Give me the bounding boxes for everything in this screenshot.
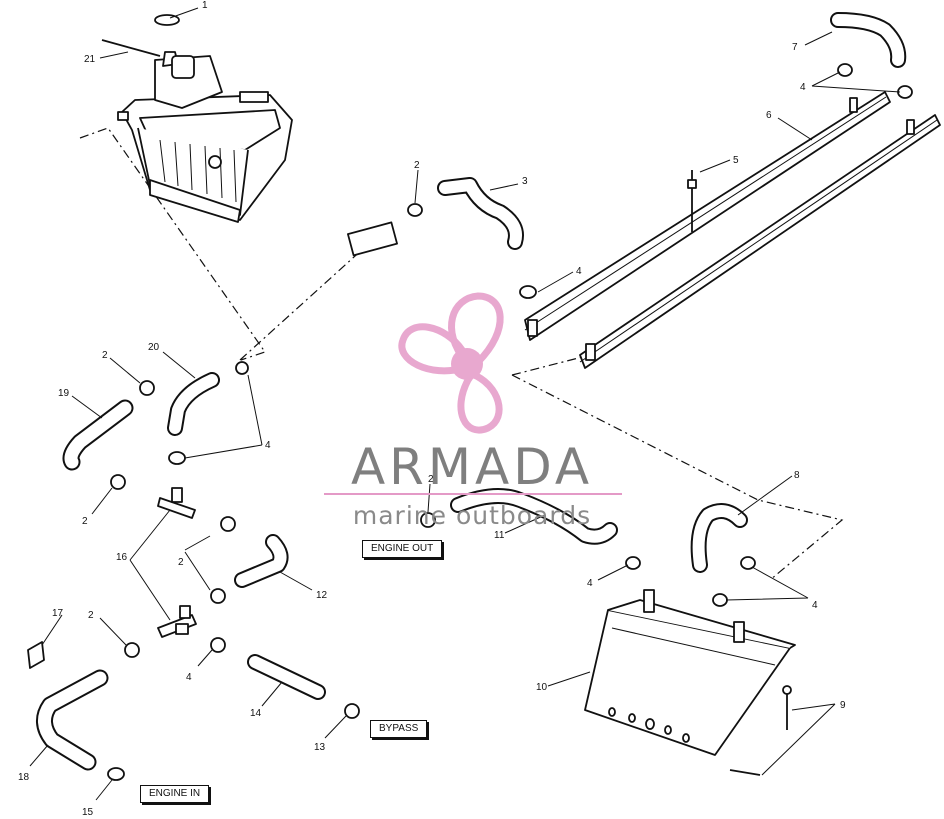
part-number-21: 21 xyxy=(84,54,96,65)
part-number-15: 15 xyxy=(82,807,94,818)
part-number-4: 4 xyxy=(265,440,271,451)
part-number-9: 9 xyxy=(840,700,846,711)
leader-lines xyxy=(29,7,901,801)
part-number-20: 20 xyxy=(148,342,160,353)
coolant-reservoir xyxy=(101,14,293,223)
part-number-1: 1 xyxy=(202,0,208,11)
tee-fittings xyxy=(157,487,197,638)
part-number-14: 14 xyxy=(250,708,262,719)
part-number-18: 18 xyxy=(18,772,30,783)
part-number-labels: 1 21 2 3 4 5 6 7 4 20 2 19 4 2 16 2 12 2… xyxy=(18,0,846,818)
part-number-11: 11 xyxy=(494,530,505,541)
part-number-10: 10 xyxy=(536,682,548,693)
part-number-13: 13 xyxy=(314,742,326,753)
part-number-4: 4 xyxy=(186,672,192,683)
part-number-12: 12 xyxy=(316,590,328,601)
engine-in-callout: ENGINE IN xyxy=(140,785,210,803)
heat-exchanger xyxy=(584,589,796,776)
part-number-6: 6 xyxy=(766,110,772,121)
part-number-4: 4 xyxy=(576,266,582,277)
part-number-19: 19 xyxy=(58,388,70,399)
part-number-4: 4 xyxy=(812,600,818,611)
propeller-icon xyxy=(398,292,504,434)
part-number-2: 2 xyxy=(414,160,420,171)
part-number-4: 4 xyxy=(800,82,806,93)
part-number-4: 4 xyxy=(587,578,593,589)
part-number-2: 2 xyxy=(178,557,184,568)
part-number-16: 16 xyxy=(116,552,128,563)
part-number-2: 2 xyxy=(82,516,88,527)
part-number-2: 2 xyxy=(88,610,94,621)
hose-rails xyxy=(524,91,941,369)
engine-out-callout: ENGINE OUT xyxy=(362,540,443,558)
bypass-callout: BYPASS xyxy=(370,720,428,738)
part-number-7: 7 xyxy=(792,42,798,53)
clamps xyxy=(27,63,913,781)
hoses xyxy=(36,12,907,771)
routing-lines xyxy=(79,127,844,581)
part-number-2: 2 xyxy=(428,474,434,485)
watermark-title: ARMADA xyxy=(351,438,593,496)
part-number-2: 2 xyxy=(102,350,108,361)
watermark-subtitle: marine outboards xyxy=(353,501,591,530)
part-number-17: 17 xyxy=(52,608,64,619)
part-number-3: 3 xyxy=(522,176,528,187)
part-number-5: 5 xyxy=(733,155,739,166)
part-number-8: 8 xyxy=(794,470,800,481)
